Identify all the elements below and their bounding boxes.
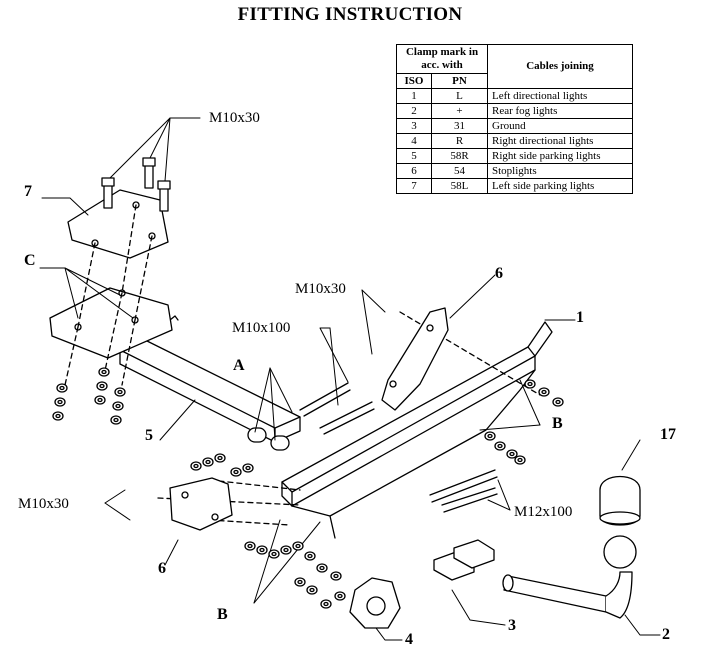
washer-icon xyxy=(244,541,256,551)
washer-icon xyxy=(256,545,268,555)
part-1-label: 1 xyxy=(576,309,584,326)
side-plate-6-bottom xyxy=(169,477,233,531)
washer-icon xyxy=(54,397,66,407)
bolt-label-top: M10x30 xyxy=(209,110,260,126)
washer-icon xyxy=(484,431,496,441)
washer-icon xyxy=(56,383,68,393)
washer-icon xyxy=(202,457,214,467)
part-7-label: 7 xyxy=(24,183,32,200)
point-b-right-label: B xyxy=(552,415,563,432)
description-cell: Left side parking lights xyxy=(487,178,633,194)
washer-icon xyxy=(552,397,564,407)
long-bolts-m12x100 xyxy=(429,469,498,513)
side-arm xyxy=(119,315,301,451)
washer-icon xyxy=(292,541,304,551)
washer-icon xyxy=(52,411,64,421)
washer-icon xyxy=(330,571,342,581)
washer-icon xyxy=(230,467,242,477)
washer-icon xyxy=(98,367,110,377)
bracket-plate-c xyxy=(49,287,173,359)
pn-header: PN xyxy=(431,73,488,89)
point-a-label: A xyxy=(233,357,245,374)
towball-2 xyxy=(502,535,637,619)
washer-icon xyxy=(214,453,226,463)
description-cell: Right side parking lights xyxy=(487,148,633,164)
part-3-label: 3 xyxy=(508,617,516,634)
point-c-label: C xyxy=(24,252,36,269)
washer-icon xyxy=(112,401,124,411)
part-5-label: 5 xyxy=(145,427,153,444)
part-17-label: 17 xyxy=(660,426,676,443)
washer-icon xyxy=(320,599,332,609)
washer-icon xyxy=(294,577,306,587)
point-b-bottom-label: B xyxy=(217,606,228,623)
bolt-dashed-lines xyxy=(64,204,541,526)
bolt-label-mid: M10x30 xyxy=(295,281,346,297)
washer-icon xyxy=(538,387,550,397)
clamp-mark-header: Clamp mark in acc. with xyxy=(396,44,488,74)
cable-joining-table: Clamp mark in acc. with Cables joining I… xyxy=(396,44,633,194)
spacer-blocks-3 xyxy=(433,539,495,581)
page-title: FITTING INSTRUCTION xyxy=(237,4,463,25)
part-4-label: 4 xyxy=(405,631,413,648)
part-6-bottom-label: 6 xyxy=(158,560,166,577)
washer-icon xyxy=(316,563,328,573)
washer-icon xyxy=(190,461,202,471)
bolt-label-m10x100: M10x100 xyxy=(232,320,291,336)
towball-cap-17 xyxy=(599,476,641,526)
washer-icon xyxy=(280,545,292,555)
top-bolts xyxy=(101,157,171,212)
part-2-label: 2 xyxy=(662,626,670,643)
bolt-label-left: M10x30 xyxy=(18,496,69,512)
table-row: 2+Rear fog lights xyxy=(396,103,633,119)
washer-icon xyxy=(242,463,254,473)
washer-icon xyxy=(96,381,108,391)
washers-and-nuts xyxy=(52,367,564,609)
bolt-label-m12x100: M12x100 xyxy=(514,504,573,520)
washer-icon xyxy=(306,585,318,595)
washer-icon xyxy=(524,379,536,389)
washer-icon xyxy=(110,415,122,425)
washer-icon xyxy=(506,449,518,459)
washer-icon xyxy=(514,455,526,465)
socket-plate-4 xyxy=(349,577,401,629)
side-plate-6-top xyxy=(381,307,449,411)
washer-icon xyxy=(268,549,280,559)
washer-icon xyxy=(114,387,126,397)
pn-cell: 58R xyxy=(431,148,488,164)
plate-7 xyxy=(67,189,169,259)
washer-icon xyxy=(494,441,506,451)
washer-icon xyxy=(334,591,346,601)
long-bolts-m10x100 xyxy=(299,382,375,435)
washer-icon xyxy=(94,395,106,405)
washer-icon xyxy=(304,551,316,561)
part-6-top-label: 6 xyxy=(495,265,503,282)
